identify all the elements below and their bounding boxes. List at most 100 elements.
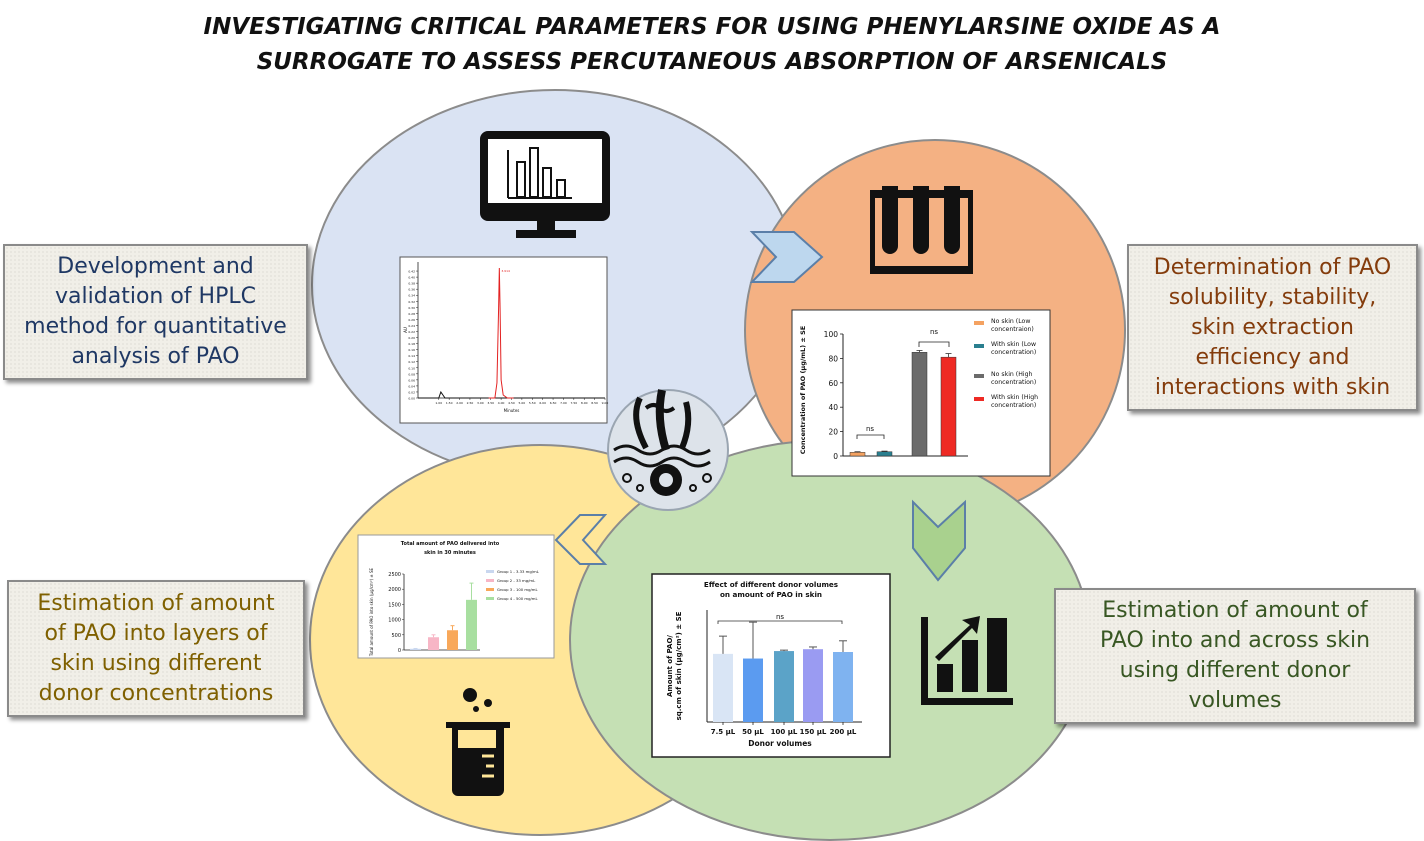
volume-x-tick-label: 200 µL <box>830 728 857 736</box>
conc-bar <box>876 451 893 457</box>
conc-y-tick-label: 100 <box>824 330 839 339</box>
total-legend-swatch <box>486 597 494 600</box>
volume-bar <box>743 658 763 722</box>
growth-chart-icon <box>921 616 1013 705</box>
hplc-series-line <box>488 268 514 399</box>
volume-bar <box>833 652 853 722</box>
hplc-y-tick-label: 0.00 <box>408 397 415 401</box>
hplc-y-tick-label: 0.06 <box>408 378 415 382</box>
total-y-tick-label: 0 <box>398 648 401 654</box>
hplc-y-tick-label: 0.40 <box>408 276 415 280</box>
conc-y-tick-label: 40 <box>828 403 838 412</box>
volume-bar <box>774 651 794 722</box>
hplc-y-tick-label: 0.42 <box>408 270 415 274</box>
test-tubes-icon <box>870 186 973 274</box>
chevron-arrow-left <box>554 514 608 565</box>
solubility-box-line: Determination of PAO <box>1153 254 1392 280</box>
volumes-box-line: PAO into and across skin <box>1099 628 1371 653</box>
chevron-arrow-right <box>749 231 824 283</box>
hplc-x-tick-label: 9.00 <box>602 401 609 405</box>
hplc-x-tick-label: 1.50 <box>446 401 453 405</box>
volume-sig-bracket <box>717 620 843 624</box>
hplc-x-tick-label: 7.50 <box>570 401 577 405</box>
hplc-x-tick-label: 4.00 <box>498 401 505 405</box>
monitor-bar-chart-icon <box>480 131 610 238</box>
conc-legend-swatch <box>974 374 984 378</box>
total-bar <box>410 648 421 650</box>
volume-bar <box>713 653 733 722</box>
conc-bar <box>940 356 957 457</box>
hplc-y-tick-label: 0.26 <box>408 318 415 322</box>
volume-y-axis-label: Amount of PAO/sq.cm of skin (µg/cm²) ± S… <box>666 611 683 720</box>
solubility-box-line: efficiency and <box>1195 344 1350 370</box>
volume-sig-label: ns <box>776 613 784 621</box>
title-line-1: INVESTIGATING CRITICAL PARAMETERS FOR US… <box>203 14 1221 40</box>
total-y-tick-label: 1500 <box>388 602 401 608</box>
hplc-y-tick-label: 0.04 <box>408 384 415 388</box>
hplc-y-tick-label: 0.22 <box>408 330 415 334</box>
volumes-box-line: Estimation of amount of <box>1102 598 1368 623</box>
hplc-x-tick-label: 6.50 <box>550 401 557 405</box>
conc-sig-bracket <box>856 434 885 439</box>
hplc-x-tick-label: 3.00 <box>477 401 484 405</box>
hplc-y-tick-label: 0.14 <box>408 354 415 358</box>
hplc-x-tick-label: 5.50 <box>529 401 536 405</box>
volume-x-tick-label: 100 µL <box>771 728 798 736</box>
hplc-x-tick-label: 8.00 <box>581 401 588 405</box>
hplc-x-tick-label: 2.50 <box>467 401 474 405</box>
hplc-y-tick-label: 0.34 <box>408 294 415 298</box>
layers-box-line: Estimation of amount <box>37 590 275 616</box>
layers-box-line: donor concentrations <box>38 680 274 706</box>
total-y-tick-label: 500 <box>391 633 401 639</box>
hplc-y-tick-label: 0.32 <box>408 300 415 304</box>
total-legend-label: Group 4 - 500 mg/mL <box>497 596 539 601</box>
chevron-arrow-down <box>912 499 966 582</box>
total-legend-label: Group 1 - 3.33 mg/mL <box>497 569 540 574</box>
solubility-box-line: solubility, stability, <box>1168 284 1377 310</box>
solubility-box-line: interactions with skin <box>1154 374 1391 400</box>
solubility-box: Determination of PAO solubility, stabili… <box>1127 244 1418 411</box>
hplc-x-tick-label: 8.50 <box>591 401 598 405</box>
total-legend-swatch <box>486 588 494 591</box>
conc-legend-swatch <box>974 397 984 401</box>
layers-box-line: of PAO into layers of <box>44 620 268 646</box>
hplc-y-tick-label: 0.30 <box>408 306 415 310</box>
total-bar <box>447 630 458 650</box>
volume-x-tick-label: 150 µL <box>800 728 827 736</box>
conc-bar <box>849 452 866 457</box>
hplc-x-tick-label: 2.00 <box>456 401 463 405</box>
total-legend-swatch <box>486 570 494 573</box>
volumes-box-line: using different donor <box>1119 658 1351 683</box>
conc-legend-swatch <box>974 321 984 325</box>
hplc-x-tick-label: 5.00 <box>519 401 526 405</box>
total-bar <box>466 599 477 650</box>
hplc-y-tick-label: 0.08 <box>408 372 415 376</box>
hplc-peak-label: 3.914 <box>501 269 510 273</box>
hplc-box-line: analysis of PAO <box>71 344 240 369</box>
hplc-box-line: Development and <box>57 254 254 279</box>
hplc-y-tick-label: 0.38 <box>408 282 415 286</box>
hplc-x-tick-label: 6.00 <box>539 401 546 405</box>
conc-sig-label: ns <box>930 328 938 336</box>
beaker-icon <box>446 688 510 796</box>
conc-y-tick-label: 60 <box>828 379 838 388</box>
volume-x-axis-label: Donor volumes <box>748 739 812 748</box>
total-legend-swatch <box>486 579 494 582</box>
hplc-y-tick-label: 0.16 <box>408 348 415 352</box>
volume-x-tick-label: 7.5 µL <box>711 728 736 736</box>
hplc-x-tick-label: 3.50 <box>487 401 494 405</box>
conc-y-tick-label: 80 <box>828 354 838 363</box>
hplc-y-tick-label: 0.20 <box>408 336 415 340</box>
hplc-x-tick-label: 7.00 <box>560 401 567 405</box>
volume-bar <box>803 649 823 722</box>
total-bar <box>428 637 439 650</box>
conc-bar <box>911 352 928 457</box>
hplc-y-tick-label: 0.10 <box>408 366 415 370</box>
total-y-tick-label: 1000 <box>388 618 401 624</box>
conc-legend-swatch <box>974 344 984 348</box>
hplc-box-line: method for quantitative <box>24 314 287 339</box>
